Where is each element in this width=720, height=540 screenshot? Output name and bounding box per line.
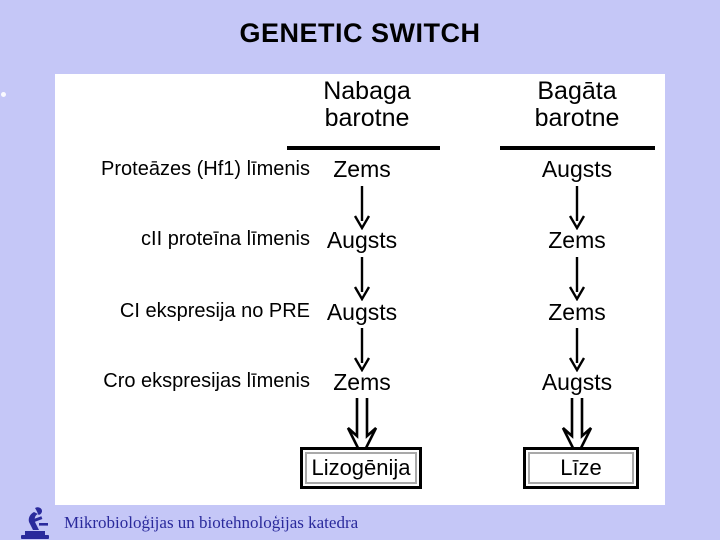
column-header-rich: Bagāta barotne [492, 78, 662, 132]
column-header-rich-line1: Bagāta [537, 77, 617, 105]
page-title: GENETIC SWITCH [239, 18, 481, 48]
outcome-box-lysis-label: Līze [560, 455, 602, 480]
cell-poor-row1: Augsts [326, 227, 398, 253]
arrow-down-icon [566, 186, 588, 230]
arrow-down-icon [351, 257, 373, 301]
row-label-cii-protein: cII proteīna līmenis [141, 228, 310, 250]
microscope-icon [12, 505, 58, 540]
column-header-poor-line1: Nabaga [323, 77, 411, 105]
footer-text: Mikrobioloģijas un biotehnoloģijas kated… [64, 512, 359, 532]
arrow-down-icon [566, 257, 588, 301]
column-header-rule-rich [500, 146, 655, 150]
column-header-rule-poor [287, 146, 440, 150]
decorative-dot [1, 92, 6, 97]
column-header-poor-line2: barotne [324, 104, 410, 132]
cell-rich-row2: Zems [548, 299, 606, 325]
outcome-box-lysogeny: Lizogēnija [300, 447, 422, 489]
arrow-down-icon [566, 328, 588, 372]
arrow-down-icon [351, 186, 373, 230]
cell-poor-row0: Zems [333, 156, 391, 182]
row-label-ci-expression: CI ekspresija no PRE [119, 300, 310, 322]
cell-rich-row0: Augsts [541, 156, 613, 182]
cell-poor-row3: Zems [333, 369, 391, 395]
arrow-down-icon [351, 328, 373, 372]
cell-poor-row2: Augsts [326, 299, 398, 325]
row-label-proteases: Proteāzes (Hf1) līmenis [101, 158, 310, 180]
column-header-poor: Nabaga barotne [282, 78, 452, 132]
row-label-cro-expression: Cro ekspresijas līmenis [103, 370, 310, 392]
footer: Mikrobioloģijas un biotehnoloģijas kated… [0, 505, 720, 540]
cell-rich-row1: Zems [548, 227, 606, 253]
cell-rich-row3: Augsts [541, 369, 613, 395]
outcome-box-lysis: Līze [523, 447, 639, 489]
outcome-box-lysogeny-label: Lizogēnija [311, 455, 411, 480]
content-panel [55, 74, 665, 505]
column-header-rich-line2: barotne [534, 104, 620, 132]
